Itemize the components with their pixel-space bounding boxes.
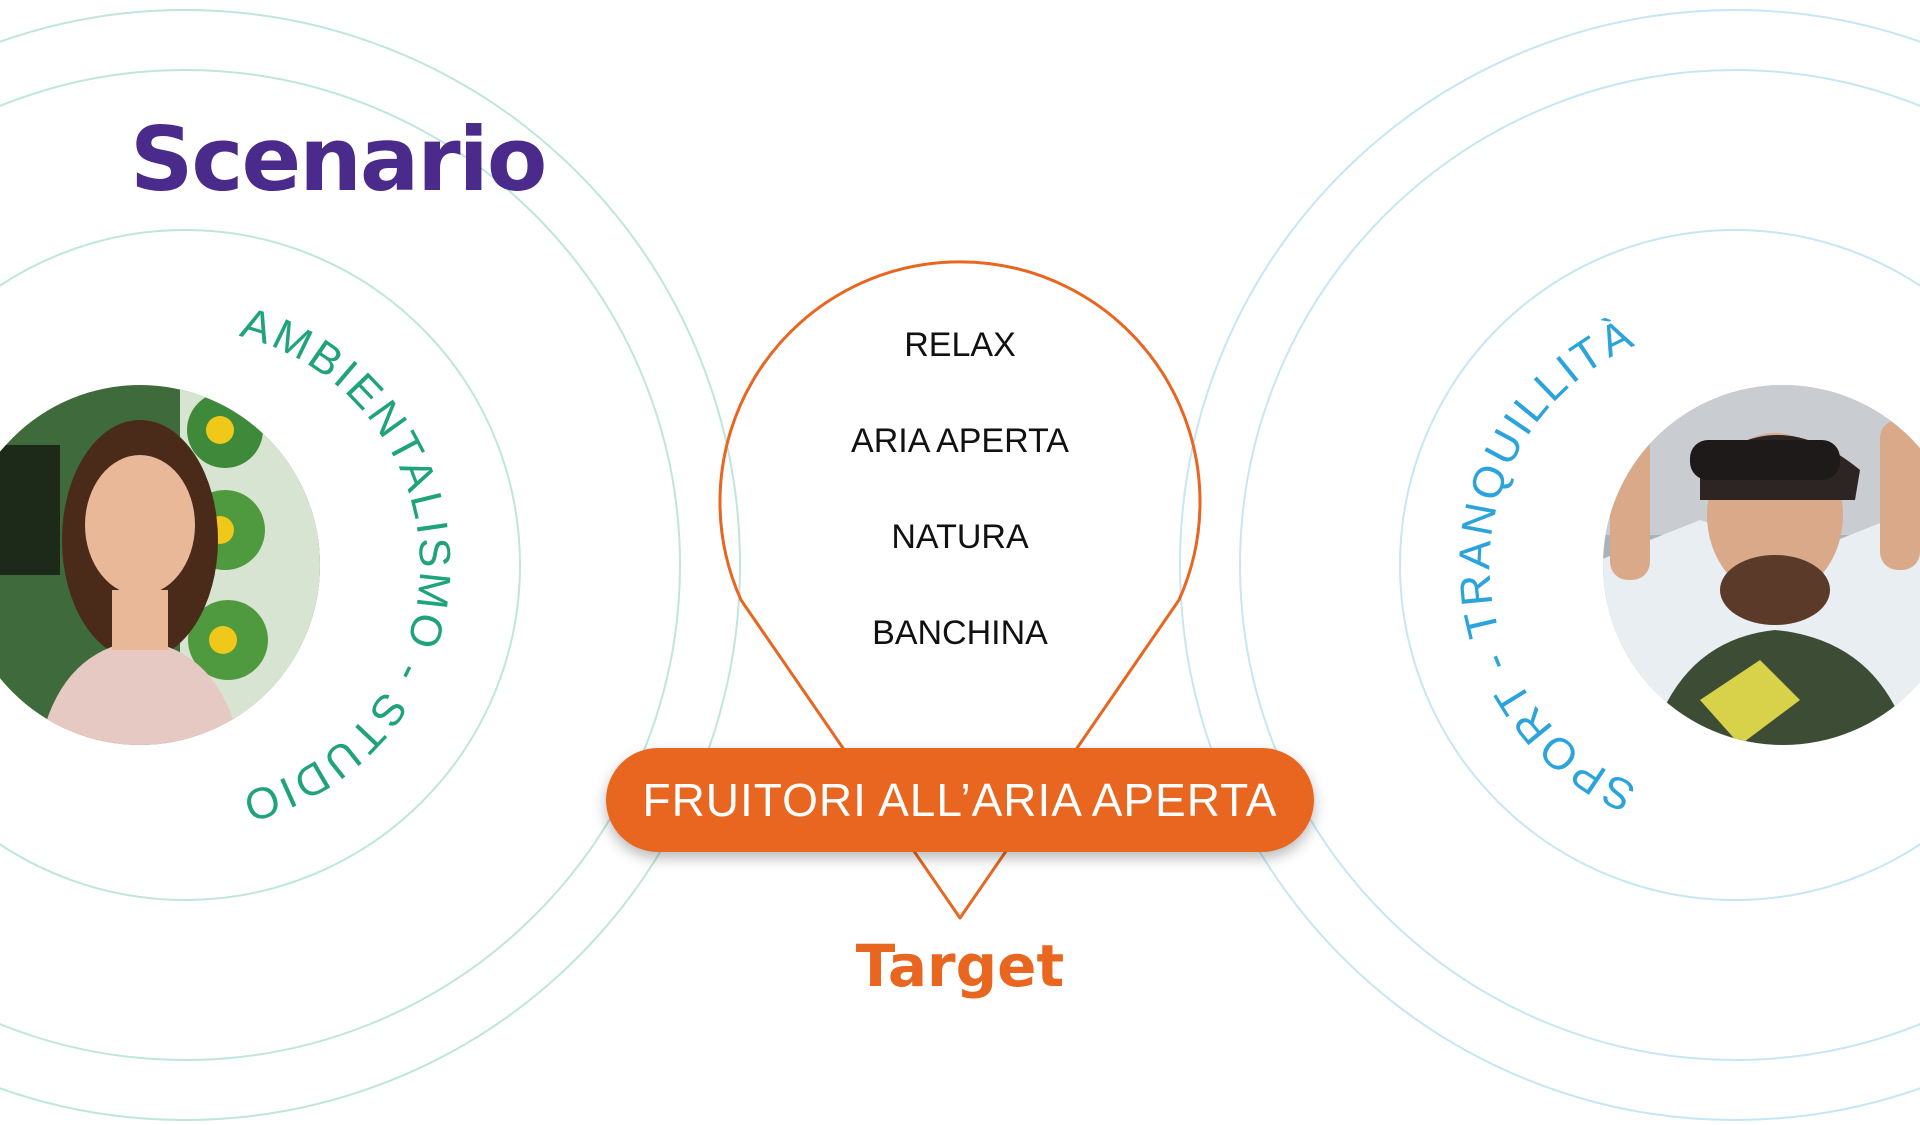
ring-left-inner bbox=[0, 229, 521, 901]
ring-left-outer bbox=[0, 9, 741, 1121]
keyword-aria-aperta: ARIA APERTA bbox=[851, 422, 1069, 460]
ring-right-inner bbox=[1399, 229, 1920, 901]
page-title: Scenario bbox=[130, 108, 547, 211]
target-pill-label: FRUITORI ALL’ARIA APERTA bbox=[642, 774, 1278, 826]
keyword-banchina: BANCHINA bbox=[872, 614, 1048, 652]
keyword-relax: RELAX bbox=[904, 326, 1016, 364]
avatar-right bbox=[1603, 385, 1920, 745]
ring-right-middle bbox=[1239, 69, 1920, 1061]
target-pill: FRUITORI ALL’ARIA APERTA bbox=[606, 748, 1314, 852]
ring-right-outer bbox=[1179, 9, 1920, 1121]
keyword-natura: NATURA bbox=[891, 518, 1029, 556]
avatar-left bbox=[0, 385, 320, 745]
map-pin-icon bbox=[718, 260, 1202, 920]
ring-left-middle bbox=[0, 69, 681, 1061]
target-label: Target bbox=[855, 932, 1065, 1000]
